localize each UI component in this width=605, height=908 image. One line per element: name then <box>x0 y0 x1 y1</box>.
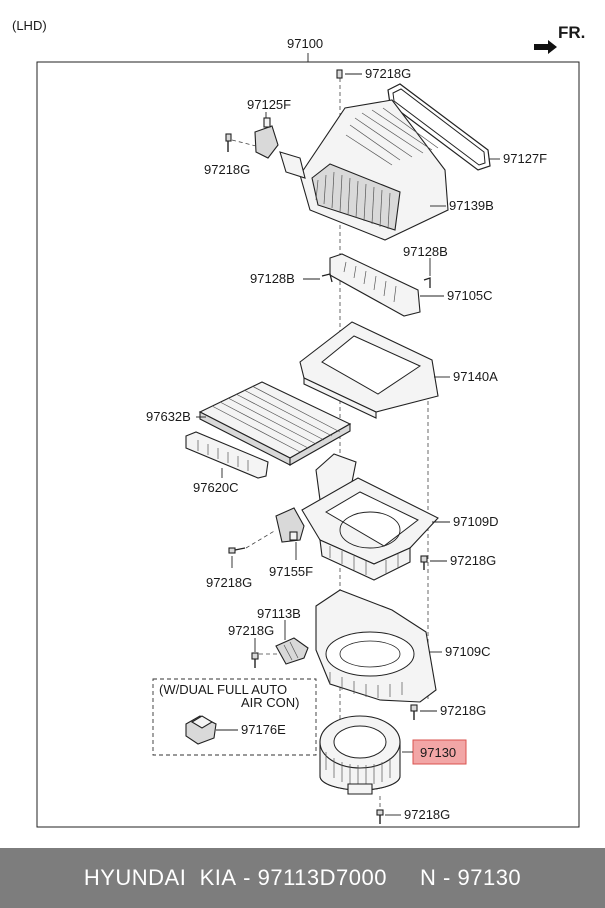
label-97105C: 97105C <box>447 288 493 303</box>
front-arrow-icon <box>534 40 557 54</box>
label-97113B: 97113B <box>257 606 301 621</box>
label-97218G-resistor: 97218G <box>228 623 274 638</box>
label-97130: 97130 <box>420 745 456 760</box>
screw-97218G-top <box>336 69 343 79</box>
module-97176E <box>185 715 217 745</box>
screw-97218G-case <box>410 704 418 720</box>
cabin-filter-97632B <box>198 381 352 466</box>
footer-ref-number: 97130 <box>457 865 522 890</box>
label-97632B: 97632B <box>146 409 191 424</box>
bracket-97105C <box>329 253 421 317</box>
highlight-97130 <box>412 739 467 765</box>
label-97155F: 97155F <box>269 564 313 579</box>
footer-sep2: - <box>436 865 458 890</box>
label-97218G-top: 97218G <box>365 66 411 81</box>
clip-97128B-right <box>423 277 431 288</box>
label-97125F: 97125F <box>247 97 291 112</box>
screw-97218G-left <box>225 133 232 152</box>
label-97109C: 97109C <box>445 644 491 659</box>
label-97218G-low-left: 97218G <box>206 575 252 590</box>
label-97218G-bottom: 97218G <box>404 807 450 822</box>
assembly-frame <box>36 61 580 828</box>
footer-n-label: N <box>420 865 437 890</box>
clip-97128B-left <box>321 273 333 283</box>
footer-brand: HYUNDAI KIA <box>83 865 237 890</box>
label-97140A: 97140A <box>453 369 498 384</box>
actuator-97155F <box>275 507 305 543</box>
label-97176E: 97176E <box>241 722 286 737</box>
option-box-line1: (W/DUAL FULL AUTO <box>159 682 287 697</box>
variant-label: (LHD) <box>12 18 47 33</box>
resistor-97113B <box>275 637 309 665</box>
upper-case-97109D <box>301 453 439 581</box>
filter-cover-97620C <box>185 431 269 479</box>
label-97620C: 97620C <box>193 480 239 495</box>
part-number-footer: HYUNDAI KIA - 97113D7000 N - 97130 <box>0 848 605 908</box>
screw-97218G-bottom <box>376 809 384 824</box>
label-97218G-mid: 97218G <box>450 553 496 568</box>
assembly-number: 97100 <box>287 36 323 51</box>
screw-97218G-resistor <box>251 652 259 668</box>
orientation-label: FR. <box>558 23 585 42</box>
label-97128B-right: 97128B <box>403 244 448 259</box>
label-97218G-case: 97218G <box>440 703 486 718</box>
screw-97218G-mid <box>420 555 428 570</box>
footer-gap <box>387 865 420 891</box>
footer-sep1: - <box>236 865 258 890</box>
lower-case-97109C <box>315 589 437 703</box>
footer-part-number: 97113D7000 <box>257 865 387 890</box>
actuator-97125F <box>254 117 279 159</box>
label-97127F: 97127F <box>503 151 547 166</box>
screw-97218G-low-left <box>228 547 246 554</box>
label-97109D: 97109D <box>453 514 499 529</box>
intake-housing-97139B <box>279 99 449 241</box>
option-box-line2: AIR CON) <box>241 695 300 710</box>
label-97218G-left: 97218G <box>204 162 250 177</box>
label-97139B: 97139B <box>449 198 494 213</box>
blower-motor-97130 <box>319 715 401 795</box>
label-97128B-left: 97128B <box>250 271 295 286</box>
filter-frame-97140A <box>299 321 439 419</box>
